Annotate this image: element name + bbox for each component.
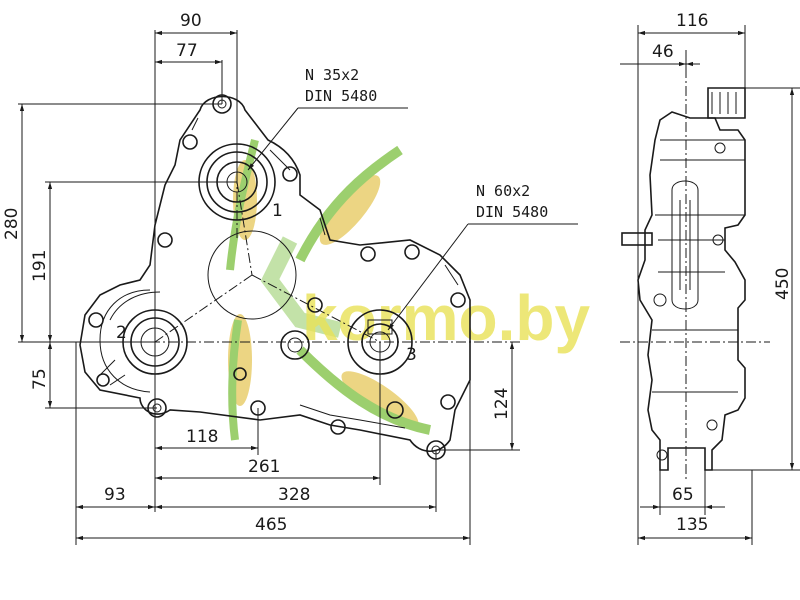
dim-450: 450 [773,268,793,300]
dim-118: 118 [186,427,218,447]
dim-280: 280 [2,208,22,240]
spline-note-1-line1: N 35x2 [305,66,359,84]
side-view [620,50,770,480]
shaft-1-label: 1 [272,201,283,221]
dim-93: 93 [104,485,126,505]
front-view: 1 2 3 [60,94,520,460]
dim-261: 261 [248,457,280,477]
dim-75: 75 [30,368,50,390]
spline-note-2-line2: DIN 5480 [476,203,548,221]
side-housing-outline [637,111,746,471]
dim-46: 46 [652,42,674,62]
dim-465: 465 [255,515,287,535]
watermark-logo: kormo.by [226,139,590,441]
spline-note-1-line2: DIN 5480 [305,87,377,105]
front-dimensions: 90 77 280 191 75 118 261 93 328 465 124 [2,11,520,545]
spline-notes: N 35x2 DIN 5480 N 60x2 DIN 5480 [247,66,578,331]
dim-65: 65 [672,485,694,505]
shaft-3-label: 3 [406,345,417,365]
dim-191: 191 [30,250,50,282]
housing-outline [79,95,471,453]
side-dimensions: 116 46 450 65 135 [620,11,800,545]
watermark-text: kormo.by [302,282,590,354]
shaft-2-bearing [99,291,188,386]
idler-gear [207,230,297,320]
spline-note-2-line1: N 60x2 [476,182,530,200]
dim-124: 124 [492,388,512,420]
shaft-2-label: 2 [116,323,127,343]
dim-135: 135 [676,515,708,535]
dim-328: 328 [278,485,310,505]
dim-116: 116 [676,11,708,31]
dim-90: 90 [180,11,202,31]
dim-77: 77 [176,41,198,61]
